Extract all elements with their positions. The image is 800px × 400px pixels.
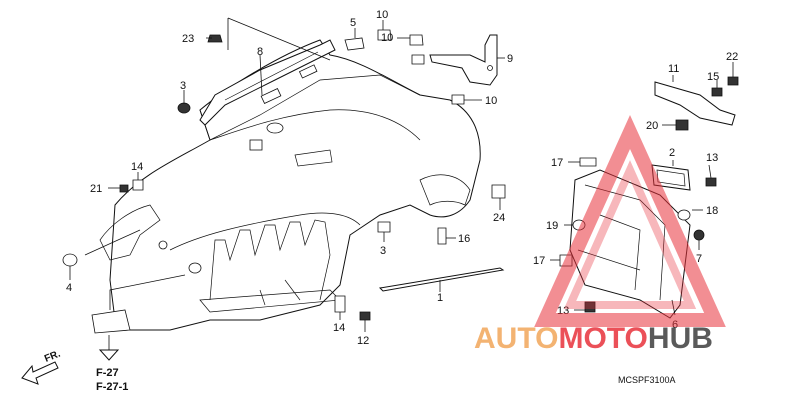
callout-9[interactable]: 9: [507, 53, 513, 65]
watermark-moto: MOTO: [558, 322, 647, 355]
callout-2[interactable]: 2: [669, 147, 675, 159]
rear-fender-body: [99, 39, 481, 331]
callout-18[interactable]: 18: [706, 205, 718, 217]
callout-10c[interactable]: 10: [485, 95, 497, 107]
callout-21[interactable]: 21: [90, 183, 102, 195]
callout-5[interactable]: 5: [350, 17, 356, 29]
callout-14b[interactable]: 14: [333, 322, 345, 334]
callout-17b[interactable]: 17: [533, 255, 545, 267]
callout-20[interactable]: 20: [646, 120, 658, 132]
hardware-set: [62, 29, 739, 334]
callout-12[interactable]: 12: [357, 335, 369, 347]
bracket-part-11: [654, 81, 736, 126]
callout-11[interactable]: 11: [668, 63, 679, 75]
callout-10b[interactable]: 10: [381, 32, 393, 44]
leader-lines: [69, 17, 734, 332]
callout-24[interactable]: 24: [493, 212, 505, 224]
rod-part-1: [378, 267, 505, 292]
callout-3b[interactable]: 3: [380, 245, 386, 257]
callout-10a[interactable]: 10: [376, 9, 388, 21]
callout-1[interactable]: 1: [437, 292, 443, 304]
reference-group: F-27 F-27-1: [96, 335, 128, 393]
svg-text:AUTOMOTOHUB: AUTOMOTOHUB: [474, 322, 713, 355]
watermark-hub: HUB: [648, 322, 713, 355]
front-direction-arrow: FR.: [21, 348, 62, 385]
callout-23[interactable]: 23: [182, 33, 194, 45]
callout-4[interactable]: 4: [66, 282, 72, 294]
watermark-auto: AUTO: [474, 322, 558, 355]
callout-3a[interactable]: 3: [180, 80, 186, 92]
callouts: 23 5 10 10 8 9 10 3 14 21 4 3 16 1 14 12…: [66, 9, 738, 347]
reference-f27-1[interactable]: F-27-1: [96, 381, 128, 393]
callout-7[interactable]: 7: [696, 253, 702, 265]
front-direction-label: FR.: [43, 348, 62, 364]
callout-16[interactable]: 16: [458, 233, 470, 245]
callout-17a[interactable]: 17: [551, 157, 563, 169]
callout-13a[interactable]: 13: [706, 152, 718, 164]
bracket-part-9: [429, 34, 498, 86]
watermark-logo: AUTOMOTOHUB: [474, 115, 726, 355]
callout-8[interactable]: 8: [257, 46, 263, 58]
callout-19[interactable]: 19: [546, 220, 558, 232]
mudguard-part-6: [569, 169, 691, 319]
upper-cover-part-8: [199, 39, 336, 126]
callout-22[interactable]: 22: [726, 51, 738, 63]
callout-14a[interactable]: 14: [131, 161, 143, 173]
reference-f27[interactable]: F-27: [96, 367, 119, 379]
diagram-code: MCSPF3100A: [618, 375, 676, 385]
callout-15[interactable]: 15: [707, 71, 719, 83]
